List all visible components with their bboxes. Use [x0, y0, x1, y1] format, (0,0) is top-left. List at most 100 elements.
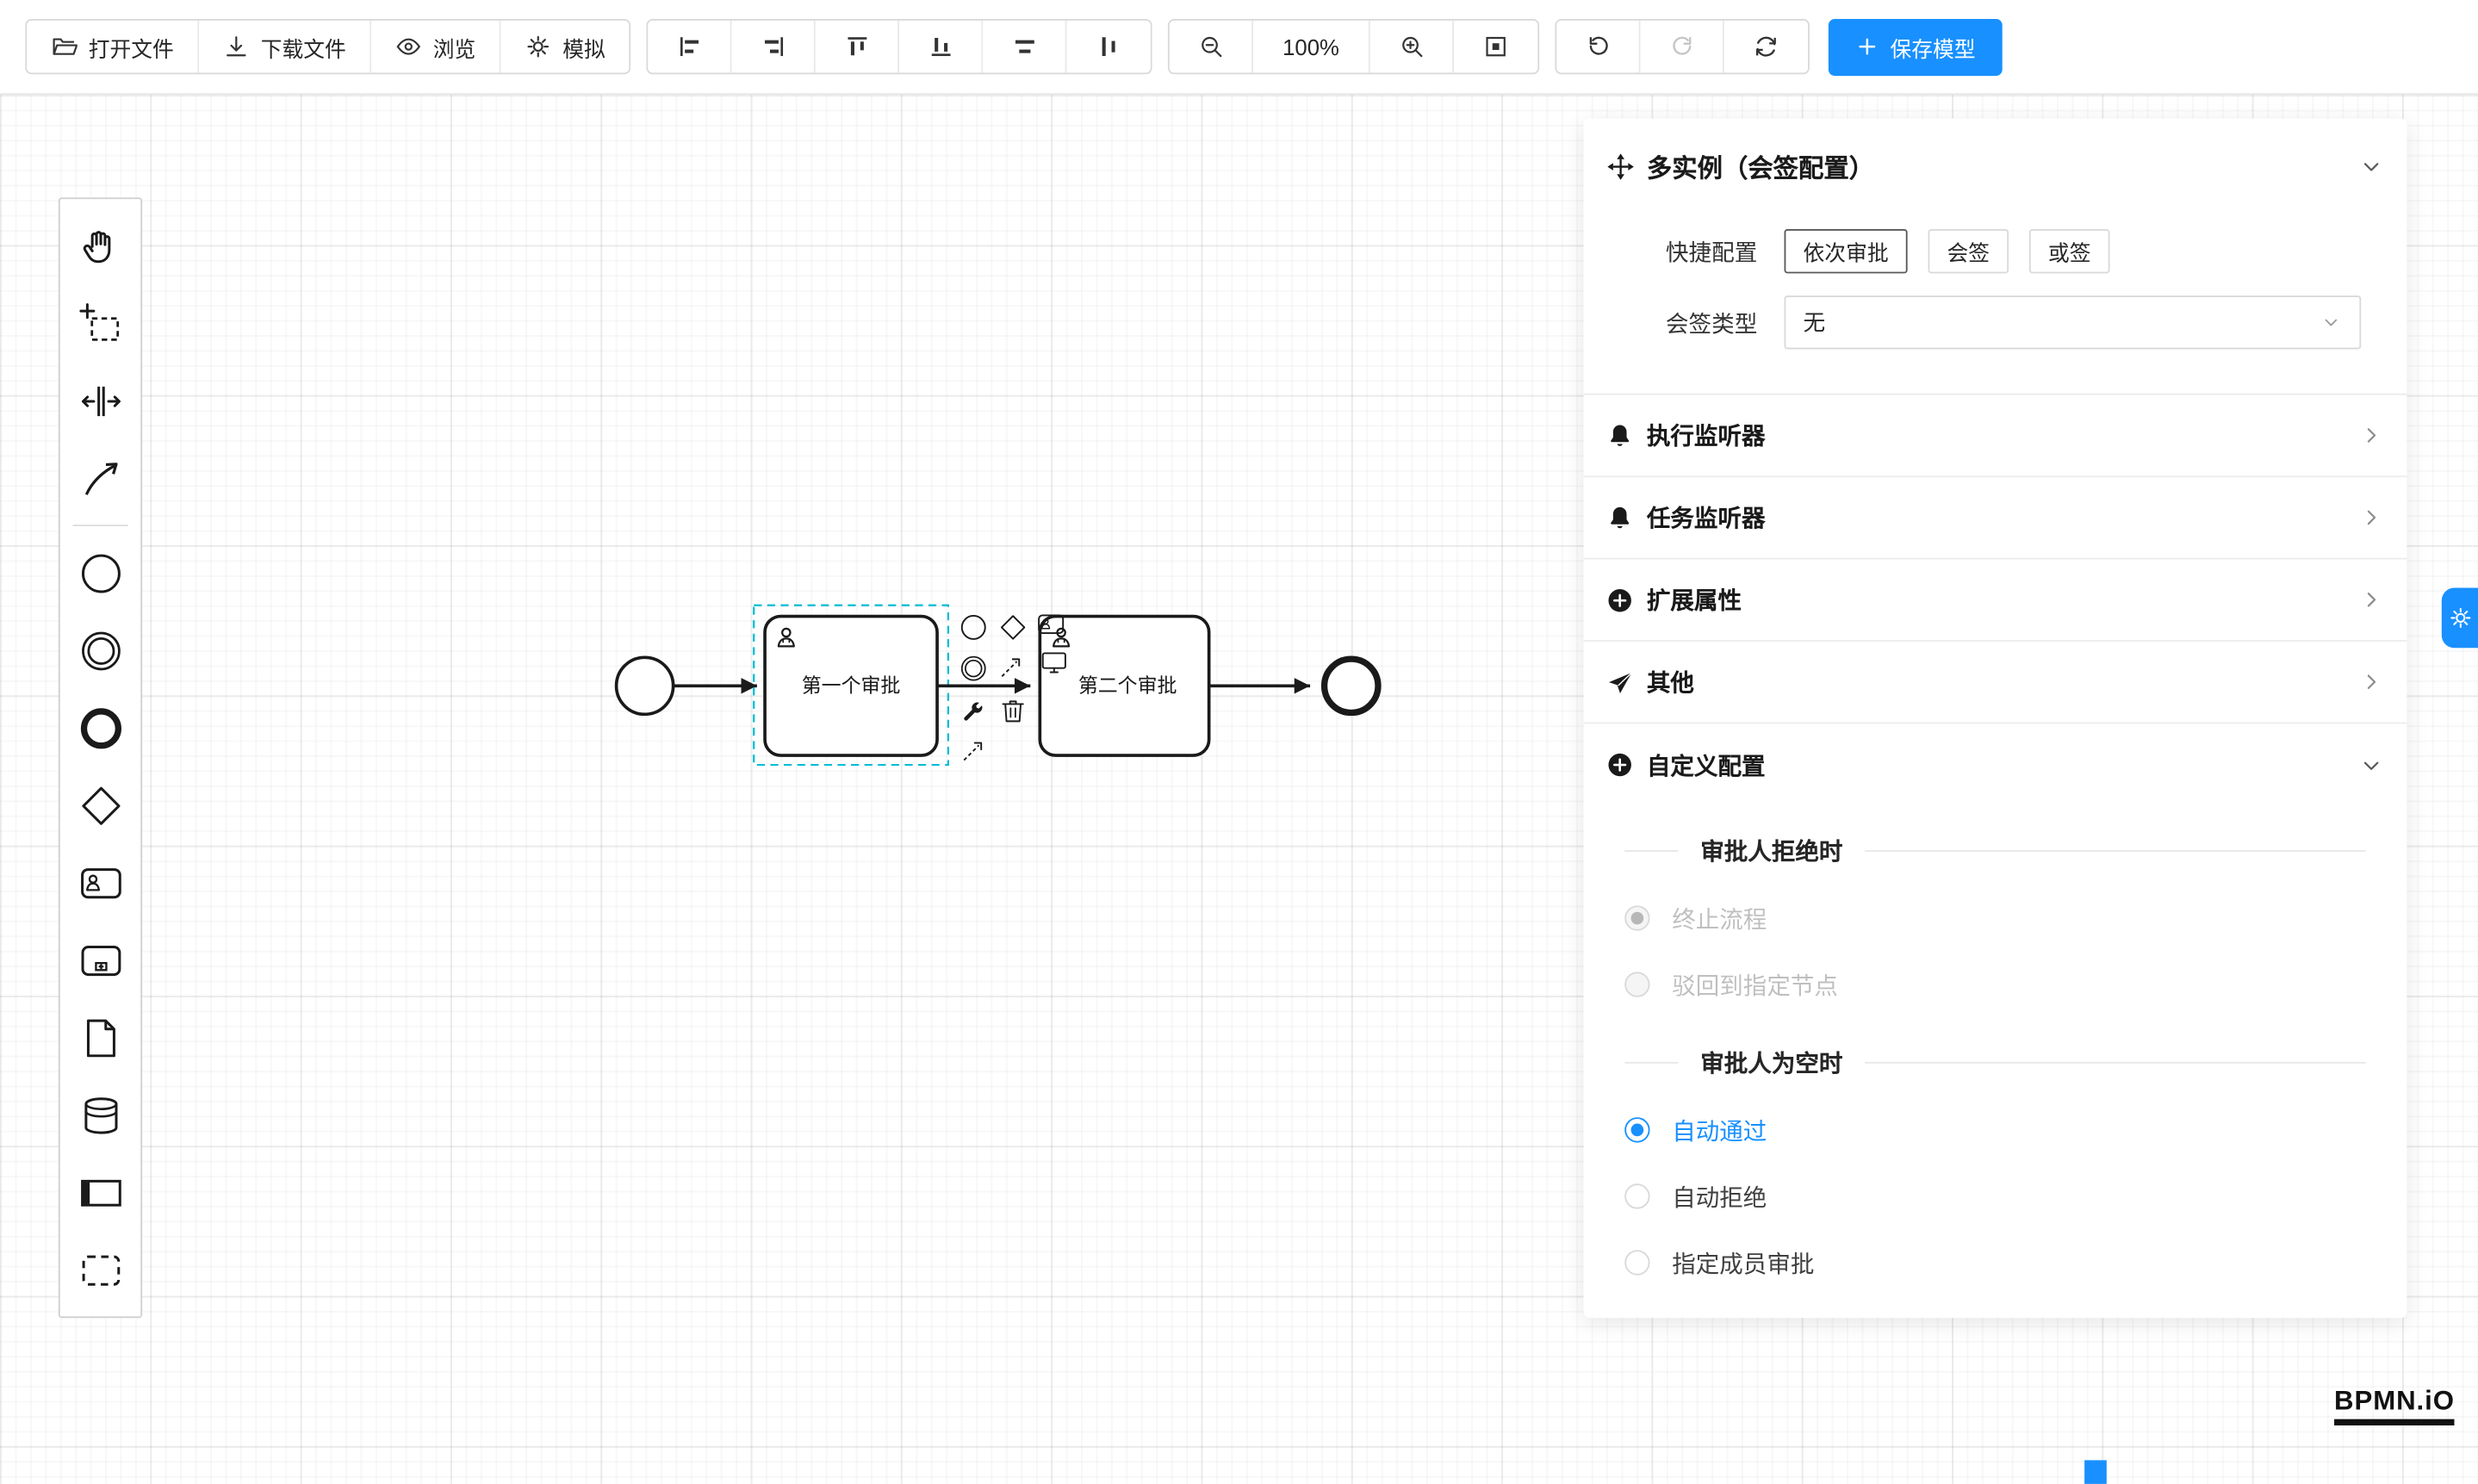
palette-lasso-tool[interactable]	[63, 284, 137, 362]
palette-space-tool[interactable]	[63, 362, 137, 439]
chevron-right-icon	[2358, 422, 2385, 449]
open-file-label: 打开文件	[88, 37, 174, 61]
save-model-button[interactable]: 保存模型	[1828, 18, 2003, 76]
properties-panel: 多实例（会签配置） 快捷配置 依次审批 会签 或签 会签类型 无 执行监听器	[1583, 118, 2407, 1319]
section-other[interactable]: 其他	[1583, 642, 2407, 724]
section-execution-listener[interactable]: 执行监听器	[1583, 395, 2407, 478]
section-task-listener[interactable]: 任务监听器	[1583, 477, 2407, 560]
divider-line	[1624, 1061, 1679, 1063]
append-end-event-button[interactable]	[958, 612, 990, 643]
align-center-horizontal-button[interactable]	[983, 20, 1067, 73]
align-right-button[interactable]	[731, 20, 816, 73]
connect-arrow-icon	[997, 653, 1026, 681]
multi-instance-icon	[1605, 151, 1636, 181]
wrench-icon	[960, 697, 988, 725]
append-screen-task-button[interactable]	[1038, 646, 1070, 678]
palette-subprocess[interactable]	[63, 922, 137, 999]
preview-button[interactable]: 浏览	[371, 20, 501, 73]
radio-checked[interactable]	[1624, 1117, 1650, 1143]
radio-terminate-process: 终止流程	[1624, 885, 2366, 951]
send-icon	[1605, 667, 1634, 696]
refresh-icon	[1753, 34, 1779, 60]
end-event[interactable]	[1320, 655, 1382, 717]
section-custom-config[interactable]: 自定义配置	[1583, 723, 2407, 805]
sign-type-select[interactable]: 无	[1784, 295, 2362, 350]
zoom-out-button[interactable]	[1169, 20, 1254, 73]
blue-indicator[interactable]	[2084, 1460, 2107, 1484]
palette-group[interactable]	[63, 1231, 137, 1308]
palette-global-connect-tool[interactable]	[63, 439, 137, 517]
redo-button[interactable]	[1640, 20, 1724, 73]
chevron-right-icon	[2358, 504, 2385, 531]
zoom-in-button[interactable]	[1369, 20, 1455, 73]
palette-intermediate-event[interactable]	[63, 612, 137, 689]
task-second-approval-label: 第二个审批	[1078, 674, 1177, 697]
simulate-label: 模拟	[562, 37, 606, 61]
zoom-fit-button[interactable]	[1454, 20, 1538, 73]
delete-button[interactable]	[997, 695, 1029, 727]
radio-auto-approve[interactable]: 自动通过	[1624, 1096, 2366, 1163]
save-model-label: 保存模型	[1890, 37, 1976, 61]
global-connect-button[interactable]	[958, 735, 990, 767]
multi-instance-section-header[interactable]: 多实例（会签配置）	[1583, 125, 2407, 207]
section-extension-properties[interactable]: 扩展属性	[1583, 560, 2407, 642]
align-left-button[interactable]	[648, 20, 732, 73]
bpmn-io-logo-text: BPMN.iO	[2334, 1386, 2455, 1416]
radio-return-to-node: 驳回到指定节点	[1624, 952, 2366, 1018]
empty-divider: 审批人为空时	[1624, 1028, 2366, 1097]
append-gateway-button[interactable]	[997, 612, 1029, 643]
radio-disabled-checked	[1624, 905, 1650, 931]
radio-unchecked[interactable]	[1624, 1250, 1650, 1276]
radio-assign-member[interactable]: 指定成员审批	[1624, 1229, 2366, 1295]
quick-option-sequential[interactable]: 依次审批	[1784, 229, 1908, 274]
palette-user-task[interactable]	[63, 844, 137, 922]
collapsible-sections: 执行监听器 任务监听器 扩展属性 其他 自定义配置	[1583, 393, 2407, 806]
radio-auto-reject[interactable]: 自动拒绝	[1624, 1163, 2366, 1229]
quick-option-orsign[interactable]: 或签	[2028, 229, 2110, 274]
palette-separator	[72, 525, 128, 526]
zoom-group: 100%	[1167, 19, 1540, 75]
align-bottom-button[interactable]	[899, 20, 984, 73]
align-top-button[interactable]	[815, 20, 900, 73]
panel-toggle-button[interactable]	[2441, 587, 2478, 649]
bell-icon	[1605, 503, 1634, 531]
palette-file[interactable]	[63, 999, 137, 1077]
quick-option-countersign[interactable]: 会签	[1928, 229, 2009, 274]
undo-button[interactable]	[1556, 20, 1641, 73]
end-event-icon	[78, 705, 122, 749]
change-type-button[interactable]	[958, 695, 990, 727]
download-file-button[interactable]: 下载文件	[199, 20, 372, 73]
section-label: 自定义配置	[1646, 753, 1766, 780]
bpmn-io-logo[interactable]: BPMN.iO	[2334, 1386, 2455, 1426]
append-intermediate-event-button[interactable]	[958, 653, 990, 685]
radio-label: 自动通过	[1672, 1118, 1767, 1146]
palette-end-event[interactable]	[63, 689, 137, 767]
zoom-level-display: 100%	[1253, 20, 1370, 73]
connect-tool-button[interactable]	[996, 651, 1028, 683]
plus-icon	[1855, 34, 1879, 59]
open-file-button[interactable]: 打开文件	[27, 20, 200, 73]
palette-datastore[interactable]	[63, 1077, 137, 1154]
radio-label: 指定成员审批	[1672, 1251, 1815, 1278]
preview-label: 浏览	[432, 37, 476, 61]
palette-start-event[interactable]	[63, 534, 137, 612]
append-user-task-button[interactable]	[1035, 608, 1067, 640]
radio-unchecked[interactable]	[1624, 1183, 1650, 1209]
align-left-icon	[675, 34, 702, 60]
user-task-icon	[1037, 610, 1065, 638]
align-right-icon	[760, 34, 786, 60]
section-label: 扩展属性	[1646, 587, 1742, 615]
start-event[interactable]	[614, 655, 675, 717]
palette-gateway[interactable]	[63, 767, 137, 844]
bell-icon	[1605, 421, 1634, 450]
divider-line	[1865, 849, 2366, 852]
database-icon	[78, 1093, 122, 1137]
chevron-right-icon	[2358, 587, 2385, 613]
palette-participant[interactable]	[63, 1153, 137, 1231]
simulate-button[interactable]: 模拟	[500, 20, 630, 73]
refresh-button[interactable]	[1723, 20, 1809, 73]
fit-viewport-icon	[1482, 34, 1509, 60]
align-center-vertical-button[interactable]	[1066, 20, 1151, 73]
palette-hand-tool[interactable]	[63, 207, 137, 284]
